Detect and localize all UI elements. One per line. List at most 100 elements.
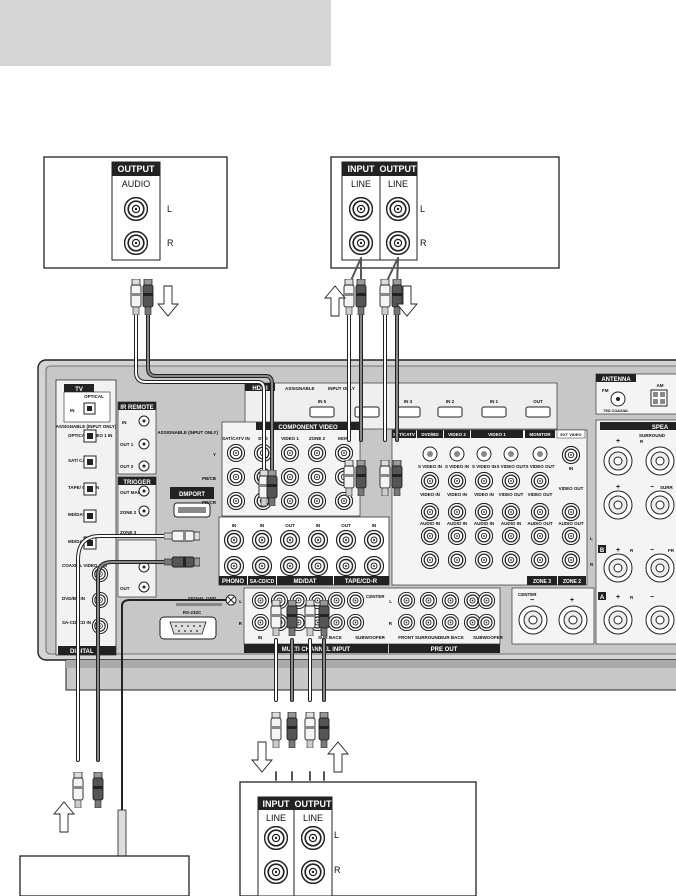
svg-text:PR/CR: PR/CR xyxy=(202,500,217,505)
ir-remote-label: IR REMOTE xyxy=(120,405,153,411)
svg-text:IN: IN xyxy=(260,523,265,528)
input-label: INPUT xyxy=(348,164,376,174)
turntable-device xyxy=(19,855,190,896)
audio-label: AUDIO xyxy=(122,179,151,189)
svg-text:PB/CB: PB/CB xyxy=(202,476,217,481)
assignable-optical-label: ASSIGNABLE (INPUT ONLY) xyxy=(56,424,117,429)
svg-text:SURR: SURR xyxy=(660,485,674,490)
l-label: L xyxy=(167,204,172,214)
svg-text:SUR BACK: SUR BACK xyxy=(318,635,343,640)
svg-text:SUR BACK: SUR BACK xyxy=(440,635,465,640)
svg-text:−: − xyxy=(650,484,654,491)
svg-text:S VIDEO IN: S VIDEO IN xyxy=(418,464,442,469)
svg-text:ZONE 3: ZONE 3 xyxy=(120,530,137,535)
svg-text:R: R xyxy=(640,439,644,444)
svg-text:L: L xyxy=(239,599,242,604)
line-out-l-jack xyxy=(386,197,410,221)
svg-text:AUDIO OUT: AUDIO OUT xyxy=(527,521,553,526)
svg-text:R: R xyxy=(630,595,634,600)
svg-text:FR: FR xyxy=(668,548,675,553)
svg-text:75Ω COAXIAL: 75Ω COAXIAL xyxy=(603,409,629,413)
signal-gnd-label: SIGNAL GND xyxy=(188,596,217,601)
line-in-l-jack xyxy=(264,826,288,850)
svg-text:VIDEO OUT: VIDEO OUT xyxy=(559,486,584,491)
digital-input: TAPE/ CD-R IN xyxy=(68,482,99,496)
svg-text:R: R xyxy=(389,621,393,626)
svg-text:R: R xyxy=(239,621,243,626)
speakers-label: SPEA xyxy=(652,425,669,431)
svg-text:+: + xyxy=(616,484,620,491)
sa-cd-label: SA-CD/CD xyxy=(250,579,275,585)
svg-text:OUT: OUT xyxy=(285,523,295,528)
audio-out-r-jack xyxy=(124,231,148,255)
svg-text:VIDEO IN: VIDEO IN xyxy=(420,492,440,497)
svg-text:VIDEO 2: VIDEO 2 xyxy=(448,432,466,437)
multi-channel-label: MULTI CHANNEL INPUT xyxy=(282,647,351,653)
hdmi-label: HDMI xyxy=(252,386,268,392)
digital-input: SAT/ CATV IN xyxy=(68,455,97,469)
svg-text:+: + xyxy=(616,547,620,554)
svg-text:EXT VIDEO: EXT VIDEO xyxy=(560,432,581,437)
tape-cdr-label: TAPE/CD-R xyxy=(345,579,378,585)
svg-text:OUT: OUT xyxy=(533,399,543,404)
component-video-label: COMPONENT VIDEO xyxy=(278,425,338,431)
svg-text:IN: IN xyxy=(232,523,237,528)
digital-input: COAXIAL VIDEO 2 IN xyxy=(62,563,108,582)
phono-label: PHONO xyxy=(222,579,244,585)
trigger-label: TRIGGER xyxy=(123,480,151,486)
svg-text:OUT: OUT xyxy=(341,523,351,528)
svg-text:ASSIGNABLE (INPUT ONLY): ASSIGNABLE (INPUT ONLY) xyxy=(157,430,218,435)
svg-text:SUBWOOFER: SUBWOOFER xyxy=(473,635,503,640)
l-label: L xyxy=(334,830,339,840)
svg-text:ZONE 2: ZONE 2 xyxy=(120,510,137,515)
cables xyxy=(76,257,399,857)
svg-text:−: − xyxy=(530,597,534,604)
svg-text:S VIDEO OUT: S VIDEO OUT xyxy=(496,464,525,469)
svg-text:B: B xyxy=(600,548,605,554)
digital-label: DIGITAL xyxy=(70,649,94,655)
svg-text:R: R xyxy=(590,562,594,567)
line-out-r-jack xyxy=(301,860,325,884)
s-video-jacks xyxy=(422,446,580,464)
antenna-label: ANTENNA xyxy=(601,377,631,383)
audio-source-device: OUTPUT AUDIO L R xyxy=(43,156,228,269)
av-receiver: TV OPTICAL IN ASSIGNABLE (INPUT ONLY) OP… xyxy=(37,359,676,691)
svg-text:+: + xyxy=(616,594,620,601)
svg-text:SUBWOOFER: SUBWOOFER xyxy=(355,635,385,640)
line-in-r-jack xyxy=(349,231,373,255)
svg-text:ZONE 2: ZONE 2 xyxy=(563,579,581,585)
svg-text:AUDIO IN: AUDIO IN xyxy=(447,521,467,526)
svg-text:OUT 2: OUT 2 xyxy=(120,464,134,469)
input-label: INPUT xyxy=(263,799,291,809)
svg-text:DVD/BD IN: DVD/BD IN xyxy=(62,596,85,601)
svg-text:+: + xyxy=(570,597,574,604)
line-out-label: LINE xyxy=(303,813,323,823)
svg-text:OUT: OUT xyxy=(120,586,130,591)
r-label: R xyxy=(334,865,341,875)
svg-text:AUDIO IN: AUDIO IN xyxy=(420,521,440,526)
output-label: OUTPUT xyxy=(380,164,418,174)
pre-out-label: PRE OUT xyxy=(431,647,458,653)
title-box xyxy=(0,0,331,66)
svg-text:AUDIO IN: AUDIO IN xyxy=(501,521,521,526)
svg-text:VIDEO IN: VIDEO IN xyxy=(447,492,467,497)
svg-text:+: + xyxy=(616,438,620,445)
svg-text:IN 1: IN 1 xyxy=(490,399,499,404)
svg-text:ASSIGNABLE: ASSIGNABLE xyxy=(285,386,315,391)
tape-deck-device: INPUT OUTPUT LINE LINE L R xyxy=(330,156,560,269)
line-out-l-jack xyxy=(301,826,325,850)
svg-text:VIDEO IN: VIDEO IN xyxy=(474,492,494,497)
svg-text:IN: IN xyxy=(258,635,263,640)
svg-text:CENTER: CENTER xyxy=(366,594,385,599)
line-in-label: LINE xyxy=(351,179,371,189)
svg-text:VIDEO OUT: VIDEO OUT xyxy=(499,492,524,497)
output-label: OUTPUT xyxy=(295,799,333,809)
md-dat-device: INPUT OUTPUT LINE LINE L R xyxy=(239,781,477,896)
svg-text:OUT 1: OUT 1 xyxy=(120,442,134,447)
digital-input: DVD/BD IN xyxy=(62,592,108,608)
svg-text:S VIDEO IN: S VIDEO IN xyxy=(472,464,496,469)
svg-text:S VIDEO OUT: S VIDEO OUT xyxy=(525,464,554,469)
r-label: R xyxy=(420,238,427,248)
svg-text:MONITOR: MONITOR xyxy=(529,432,551,437)
